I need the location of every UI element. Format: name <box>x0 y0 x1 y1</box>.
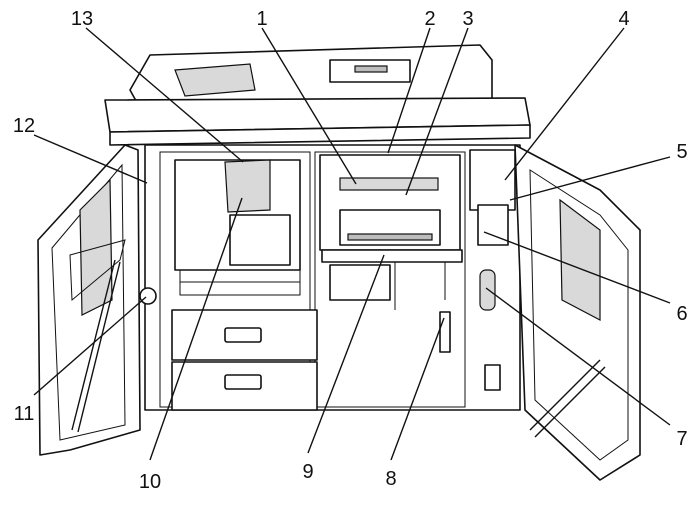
callout-4: 4 <box>618 8 629 30</box>
left-transport-module <box>174 159 301 296</box>
callout-8: 8 <box>385 468 396 490</box>
callout-numbers: 1 2 3 4 5 6 7 8 9 10 11 12 13 <box>13 8 688 493</box>
callout-7: 7 <box>676 428 687 450</box>
callout-10: 10 <box>139 471 161 493</box>
lever-icon <box>439 311 451 353</box>
center-module <box>319 154 463 310</box>
callout-12: 12 <box>13 115 35 137</box>
left-door <box>37 144 141 456</box>
top-tray-unit <box>129 44 493 109</box>
knob-icon <box>139 287 157 305</box>
right-side-parts <box>469 149 516 391</box>
callout-2: 2 <box>424 8 435 30</box>
right-door <box>514 144 641 481</box>
callout-13: 13 <box>71 8 93 30</box>
callout-1: 1 <box>256 8 267 30</box>
callout-11: 11 <box>14 403 35 425</box>
callout-9: 9 <box>302 461 313 483</box>
top-cover <box>104 97 531 146</box>
callout-5: 5 <box>676 141 687 163</box>
callout-3: 3 <box>462 8 473 30</box>
callout-6: 6 <box>676 303 687 325</box>
drawers <box>171 309 318 411</box>
leader-lines <box>33 27 671 461</box>
